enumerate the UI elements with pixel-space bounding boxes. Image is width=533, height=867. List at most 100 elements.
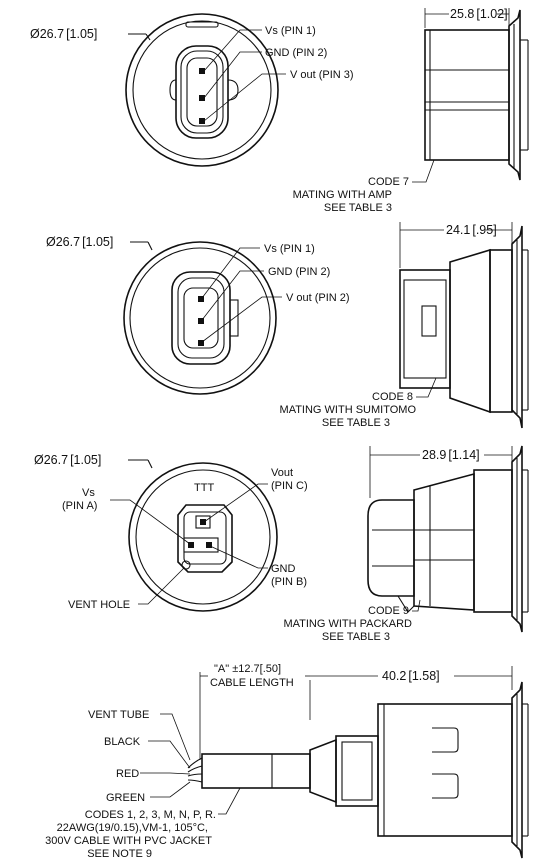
pin-2 — [198, 318, 204, 324]
side-flange — [511, 225, 523, 429]
green-leader — [150, 781, 191, 798]
pin-a-leader — [110, 499, 191, 545]
pin-vs-sub: (PIN A) — [62, 500, 97, 512]
pin1-label: Vs (PIN 1) — [265, 25, 316, 37]
length-label: 24.1[.95] — [446, 223, 497, 237]
pin-c — [200, 519, 206, 525]
pin-b-leader — [209, 545, 268, 569]
diameter-label: Ø26.7[1.05] — [34, 453, 101, 467]
wire-ends — [187, 757, 203, 783]
vent-leader — [138, 567, 185, 605]
pin3-leader — [203, 73, 286, 122]
body-slot — [432, 773, 459, 799]
side-flange — [511, 681, 523, 859]
side-rear — [489, 249, 513, 413]
side-body-front — [399, 269, 451, 389]
side-plug — [367, 499, 415, 597]
code-leader — [412, 159, 435, 183]
code-label: CODE 7 — [368, 176, 409, 188]
pin-3 — [198, 340, 204, 346]
pin2-label: GND (PIN 2) — [265, 47, 327, 59]
codes-note: SEE NOTE 9 — [87, 848, 152, 860]
face-inner-ring — [135, 469, 271, 605]
connector-shell — [177, 504, 233, 573]
vent-tube-leader — [160, 713, 191, 761]
view-code8: Ø26.7[1.05] Vs (PIN 1) GND (PIN 2) V out… — [46, 222, 529, 429]
vent-hole — [181, 560, 191, 570]
diameter-label: Ø26.7[1.05] — [46, 235, 113, 249]
code-table-ref: SEE TABLE 3 — [322, 417, 390, 429]
diameter-label: Ø26.7[1.05] — [30, 27, 97, 41]
codes-wire-spec: 22AWG(19/0.15),VM-1, 105°C, — [57, 822, 208, 834]
pin-1 — [198, 296, 204, 302]
body-slot — [432, 727, 459, 753]
pin3-label: V out (PIN 2) — [286, 292, 350, 304]
length-label: 25.8[1.02] — [450, 7, 508, 21]
pin-gnd-sub: (PIN B) — [271, 576, 307, 588]
code-leader — [416, 377, 437, 398]
pin-gnd-label: GND — [271, 563, 296, 575]
codes-list: CODES 1, 2, 3, M, N, P, R. — [85, 809, 216, 821]
pin-c-leader — [203, 483, 268, 523]
side-hook — [397, 595, 415, 613]
code-table-ref: SEE TABLE 3 — [324, 202, 392, 214]
codes-cable-spec: 300V CABLE WITH PVC JACKET — [45, 835, 212, 847]
vent-hole-label: VENT HOLE — [68, 599, 130, 611]
pin-vout-label: Vout — [271, 467, 293, 479]
side-flange — [508, 9, 521, 181]
codes-leader — [218, 787, 241, 815]
pin-vs-label: Vs — [82, 487, 95, 499]
wire-green: GREEN — [106, 792, 145, 804]
face-top-key — [185, 21, 219, 28]
black-leader — [148, 740, 191, 769]
connector-shell — [175, 45, 229, 139]
connector-shell-inner — [180, 50, 224, 134]
side-body — [424, 29, 510, 161]
side-rear — [473, 469, 513, 613]
code-mating: MATING WITH SUMITOMO — [280, 404, 417, 416]
pin-a — [188, 542, 194, 548]
face-outer-ring — [125, 13, 279, 167]
sensor-body — [377, 703, 513, 837]
view-cable: "A" ±12.7[.50] CABLE LENGTH 40.2[1.58] V… — [45, 663, 529, 860]
code-leader — [412, 599, 421, 612]
pin-vout-sub: (PIN C) — [271, 480, 308, 492]
pin-1 — [199, 68, 205, 74]
pin3-leader — [201, 296, 282, 343]
pin1-leader — [201, 247, 260, 299]
shell-latch — [227, 79, 239, 101]
length-label: 28.9[1.14] — [422, 448, 480, 462]
side-flange — [511, 445, 523, 633]
length-label: 40.2[1.58] — [382, 669, 440, 683]
pin-3 — [199, 118, 205, 124]
face-mark: TTT — [194, 482, 214, 494]
pin2-leader — [203, 51, 262, 99]
code-label: CODE 9 — [368, 605, 409, 617]
dia-leader-tip — [145, 33, 151, 41]
pin-b — [206, 542, 212, 548]
face-inner-ring — [132, 20, 272, 160]
connector-cavity — [186, 57, 218, 127]
side-body-inner — [403, 279, 447, 379]
side-latch — [421, 305, 437, 337]
side-taper — [449, 248, 491, 414]
face-inner-ring — [129, 247, 271, 389]
pin-2 — [199, 95, 205, 101]
side-taper — [413, 472, 475, 611]
pin-ab-socket — [183, 537, 219, 553]
pin2-leader — [201, 270, 264, 321]
connector-cavity — [183, 287, 219, 349]
wire-black: BLACK — [104, 736, 141, 748]
strain-relief — [309, 738, 337, 804]
code-mating: MATING WITH AMP — [293, 189, 392, 201]
pin3-label: V out (PIN 3) — [290, 69, 354, 81]
wire-red: RED — [116, 768, 139, 780]
code-mating: MATING WITH PACKARD — [283, 618, 412, 630]
code-label: CODE 8 — [372, 391, 413, 403]
code-table-ref: SEE TABLE 3 — [322, 631, 390, 643]
dia-leader-tip — [147, 241, 153, 251]
face-outer-ring — [123, 241, 277, 395]
shell-latch-left — [169, 79, 177, 101]
dia-leader-tip — [147, 459, 153, 469]
